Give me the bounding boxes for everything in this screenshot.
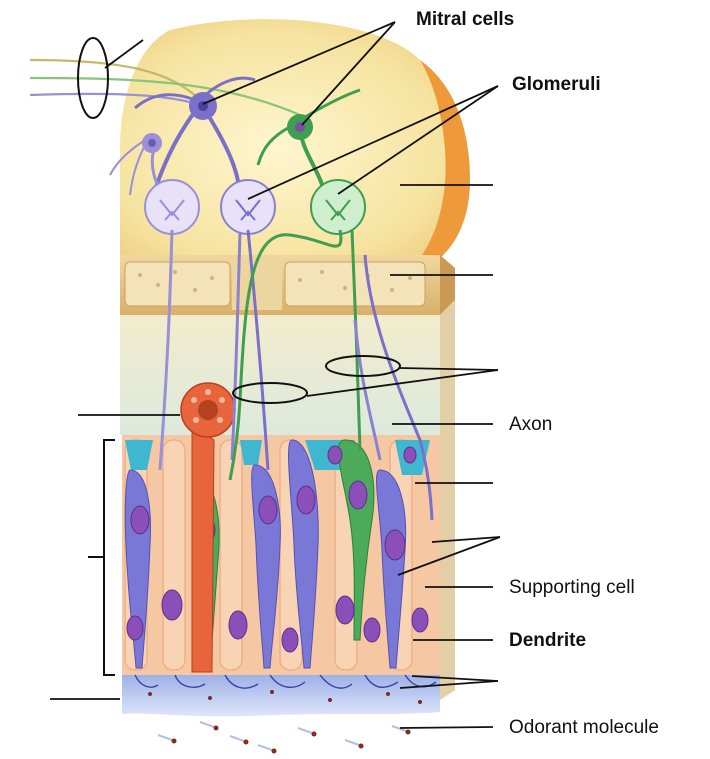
olfactory-epithelium — [122, 435, 440, 675]
tract-leader — [105, 40, 143, 68]
label-odorant-molecule: Odorant molecule — [509, 718, 659, 737]
odorant-molecules — [158, 722, 411, 754]
label-dendrite: Dendrite — [509, 631, 586, 650]
label-axon: Axon — [509, 415, 552, 434]
label-mitral-cells: Mitral cells — [416, 10, 514, 29]
label-glomeruli: Glomeruli — [512, 75, 601, 94]
label-supporting-cell: Supporting cell — [509, 578, 635, 597]
epithelium-bracket — [88, 440, 115, 675]
mucus-layer — [122, 675, 440, 716]
glomeruli — [145, 180, 365, 234]
